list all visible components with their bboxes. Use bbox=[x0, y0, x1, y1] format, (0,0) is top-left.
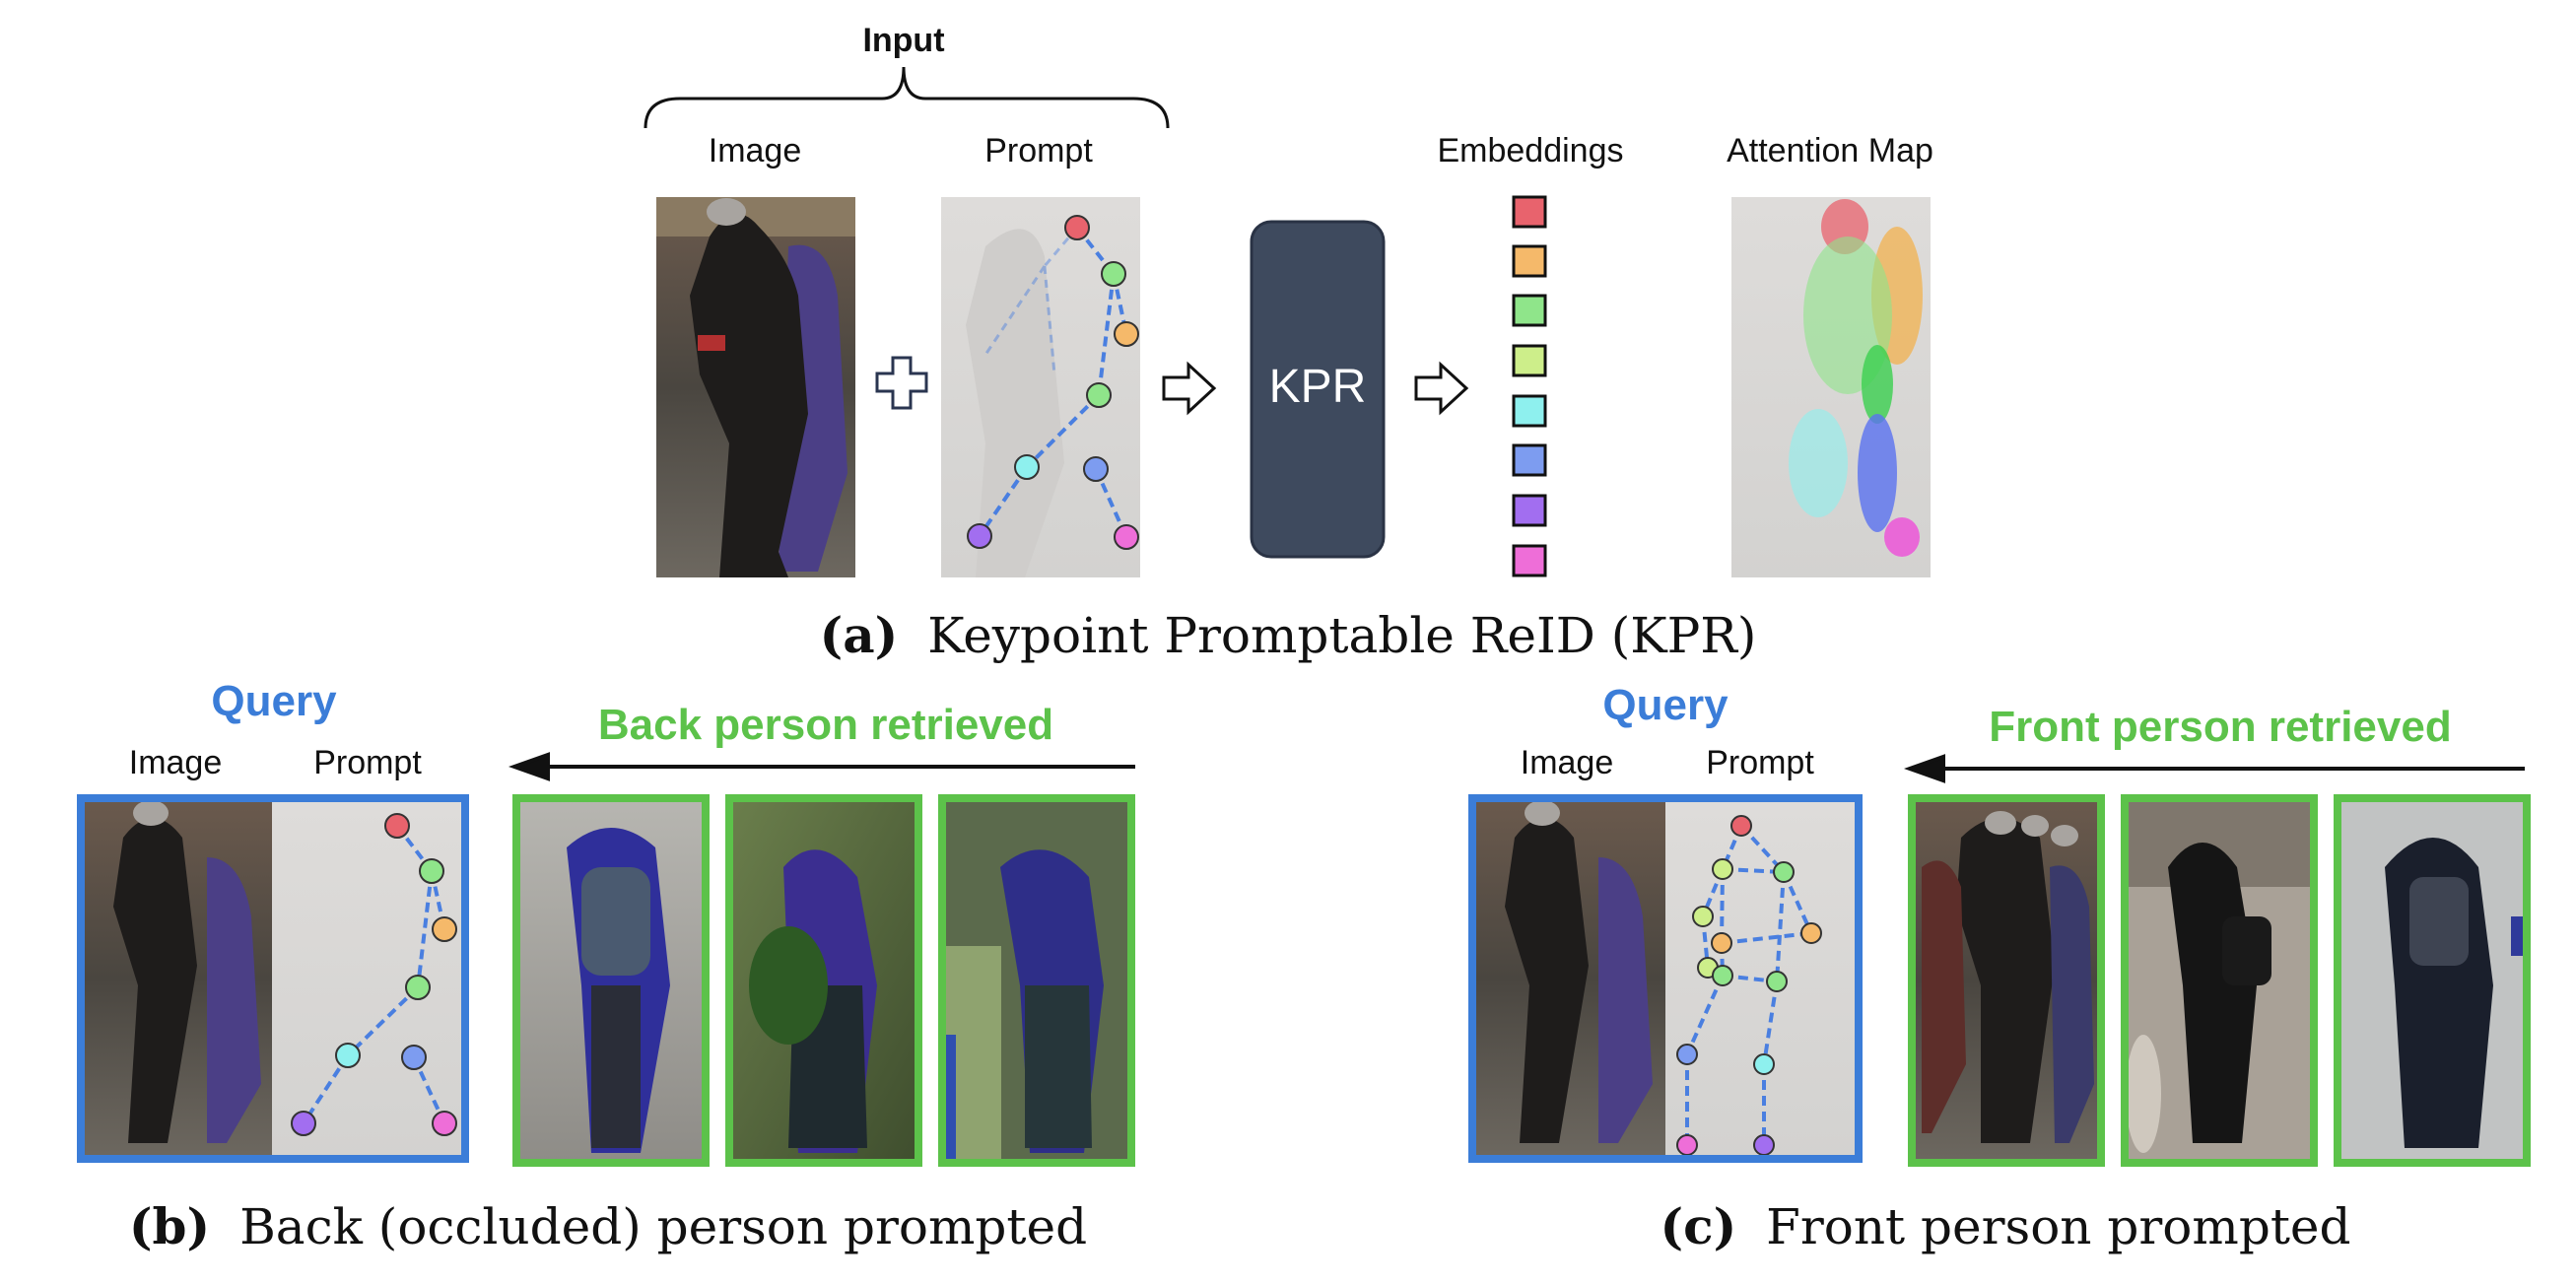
kpr-model-block bbox=[1250, 220, 1386, 559]
image-label: Image bbox=[709, 132, 802, 169]
embedding-token bbox=[1512, 344, 1547, 377]
embedding-token bbox=[1512, 195, 1547, 229]
embedding-token bbox=[1512, 494, 1547, 527]
kpr-model-label: KPR bbox=[1269, 361, 1367, 413]
embedding-token bbox=[1512, 394, 1547, 428]
input-brace bbox=[644, 66, 1170, 129]
plus-icon bbox=[875, 356, 928, 410]
query-frame-b bbox=[77, 794, 469, 1163]
retrieved-label-b: Back person retrieved bbox=[598, 701, 1053, 749]
image-label-b: Image bbox=[129, 744, 223, 781]
input-image bbox=[656, 197, 855, 577]
retrieved-image-b2 bbox=[725, 794, 922, 1167]
caption-a: (a) Keypoint Promptable ReID (KPR) bbox=[820, 606, 1757, 664]
retrieved-image-c3 bbox=[2334, 794, 2531, 1167]
arrow-icon-input-to-model bbox=[1162, 361, 1217, 416]
caption-b: (b) Back (occluded) person prompted bbox=[129, 1197, 1087, 1255]
panel-b: Query Image Prompt Back person retrieved bbox=[77, 677, 1135, 1255]
embedding-token bbox=[1512, 294, 1547, 327]
caption-a-text: Keypoint Promptable ReID (KPR) bbox=[927, 607, 1756, 664]
retrieved-image-b3 bbox=[938, 794, 1135, 1167]
caption-b-tag: (b) bbox=[129, 1197, 210, 1255]
prompt-label-c: Prompt bbox=[1706, 744, 1814, 781]
retrieved-image-c2 bbox=[2121, 794, 2318, 1167]
caption-c-tag: (c) bbox=[1660, 1197, 1736, 1255]
query-frame-c bbox=[1468, 794, 1863, 1163]
attention-map-image bbox=[1731, 197, 1931, 577]
arrow-icon-model-to-embeddings bbox=[1414, 361, 1469, 416]
retrieval-arrow-b bbox=[508, 752, 1135, 781]
retrieved-label-c: Front person retrieved bbox=[1989, 703, 2451, 751]
caption-b-text: Back (occluded) person prompted bbox=[239, 1198, 1087, 1255]
panel-c: Query Image Prompt Front person retrieve… bbox=[1468, 681, 2531, 1255]
query-label-b: Query bbox=[211, 677, 337, 725]
attention-map-label: Attention Map bbox=[1727, 132, 1933, 169]
caption-a-tag: (a) bbox=[820, 606, 899, 664]
retrieved-image-b1 bbox=[512, 794, 710, 1167]
panel-a: Input Image Prompt Embeddings Attention … bbox=[644, 22, 1933, 664]
embedding-token bbox=[1512, 544, 1547, 577]
query-label-c: Query bbox=[1602, 681, 1729, 729]
retrieved-image-c1 bbox=[1908, 794, 2105, 1167]
retrieval-arrow-c bbox=[1903, 754, 2525, 783]
embedding-token bbox=[1512, 244, 1547, 278]
prompt-image bbox=[941, 197, 1140, 577]
embeddings-column bbox=[1512, 195, 1547, 577]
input-label: Input bbox=[862, 22, 944, 59]
embedding-token bbox=[1512, 443, 1547, 477]
embeddings-label: Embeddings bbox=[1437, 132, 1623, 169]
prompt-label-b: Prompt bbox=[313, 744, 422, 781]
image-label-c: Image bbox=[1521, 744, 1614, 781]
prompt-label: Prompt bbox=[984, 132, 1093, 169]
caption-c: (c) Front person prompted bbox=[1660, 1197, 2350, 1255]
caption-c-text: Front person prompted bbox=[1766, 1198, 2350, 1255]
